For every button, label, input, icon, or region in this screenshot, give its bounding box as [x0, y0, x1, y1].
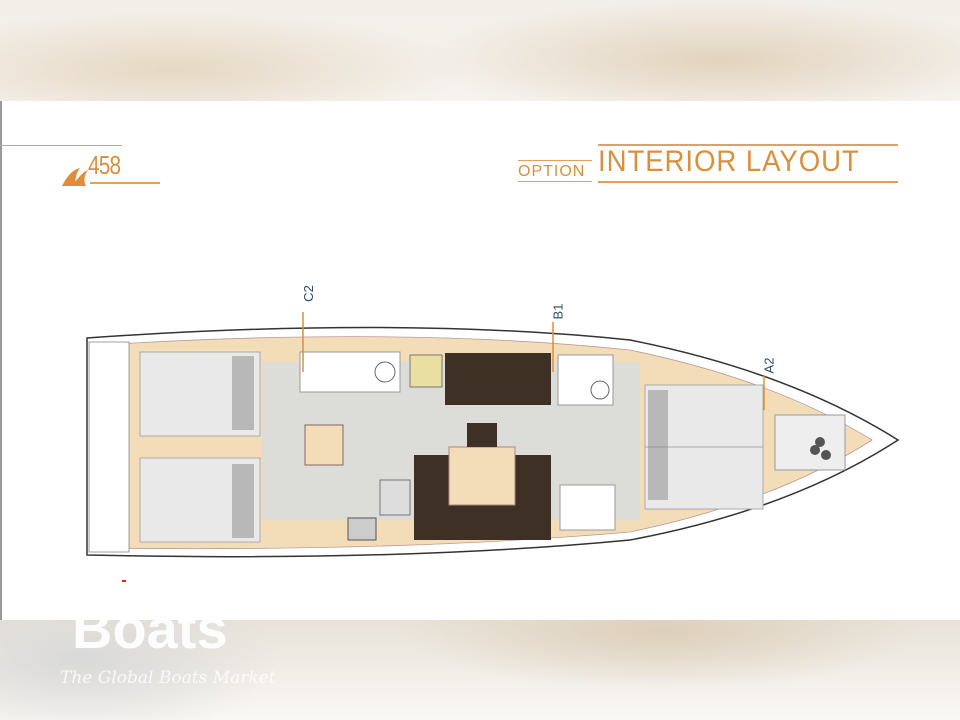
title-underline: [598, 181, 898, 183]
anchor-locker: [774, 414, 846, 471]
blurred-background-bottom: [0, 620, 960, 720]
model-underline: [90, 182, 160, 184]
toilet-icon: [590, 380, 610, 400]
cabin-label-a2: A2: [761, 357, 777, 374]
option-overline: [518, 160, 592, 161]
cabin-label-b1: B1: [550, 303, 566, 320]
page-title: INTERIOR LAYOUT: [598, 145, 860, 178]
header-rule: [0, 145, 122, 146]
option-underline: [518, 181, 592, 182]
option-label: OPTION: [518, 163, 586, 180]
pillow: [648, 390, 668, 500]
pillow: [232, 464, 254, 538]
stove: [347, 517, 377, 541]
pouf: [467, 423, 497, 447]
watermark-tagline: The Global Boats Market: [60, 668, 276, 688]
chart-table: [409, 354, 443, 388]
watermark-brand: Boats: [72, 597, 228, 660]
shower: [559, 484, 616, 531]
cabin-label-c2: C2: [300, 285, 316, 302]
pillow: [232, 356, 254, 430]
companionway-steps: [304, 424, 344, 466]
stern-platform: [88, 341, 130, 553]
toilet-icon: [374, 361, 396, 383]
model-number: 458: [88, 150, 121, 180]
saloon-table: [448, 446, 516, 506]
blurred-background-top: [0, 0, 960, 101]
galley-sink: [379, 479, 411, 516]
galley-seating: [445, 353, 551, 405]
title-overline: [598, 144, 898, 146]
